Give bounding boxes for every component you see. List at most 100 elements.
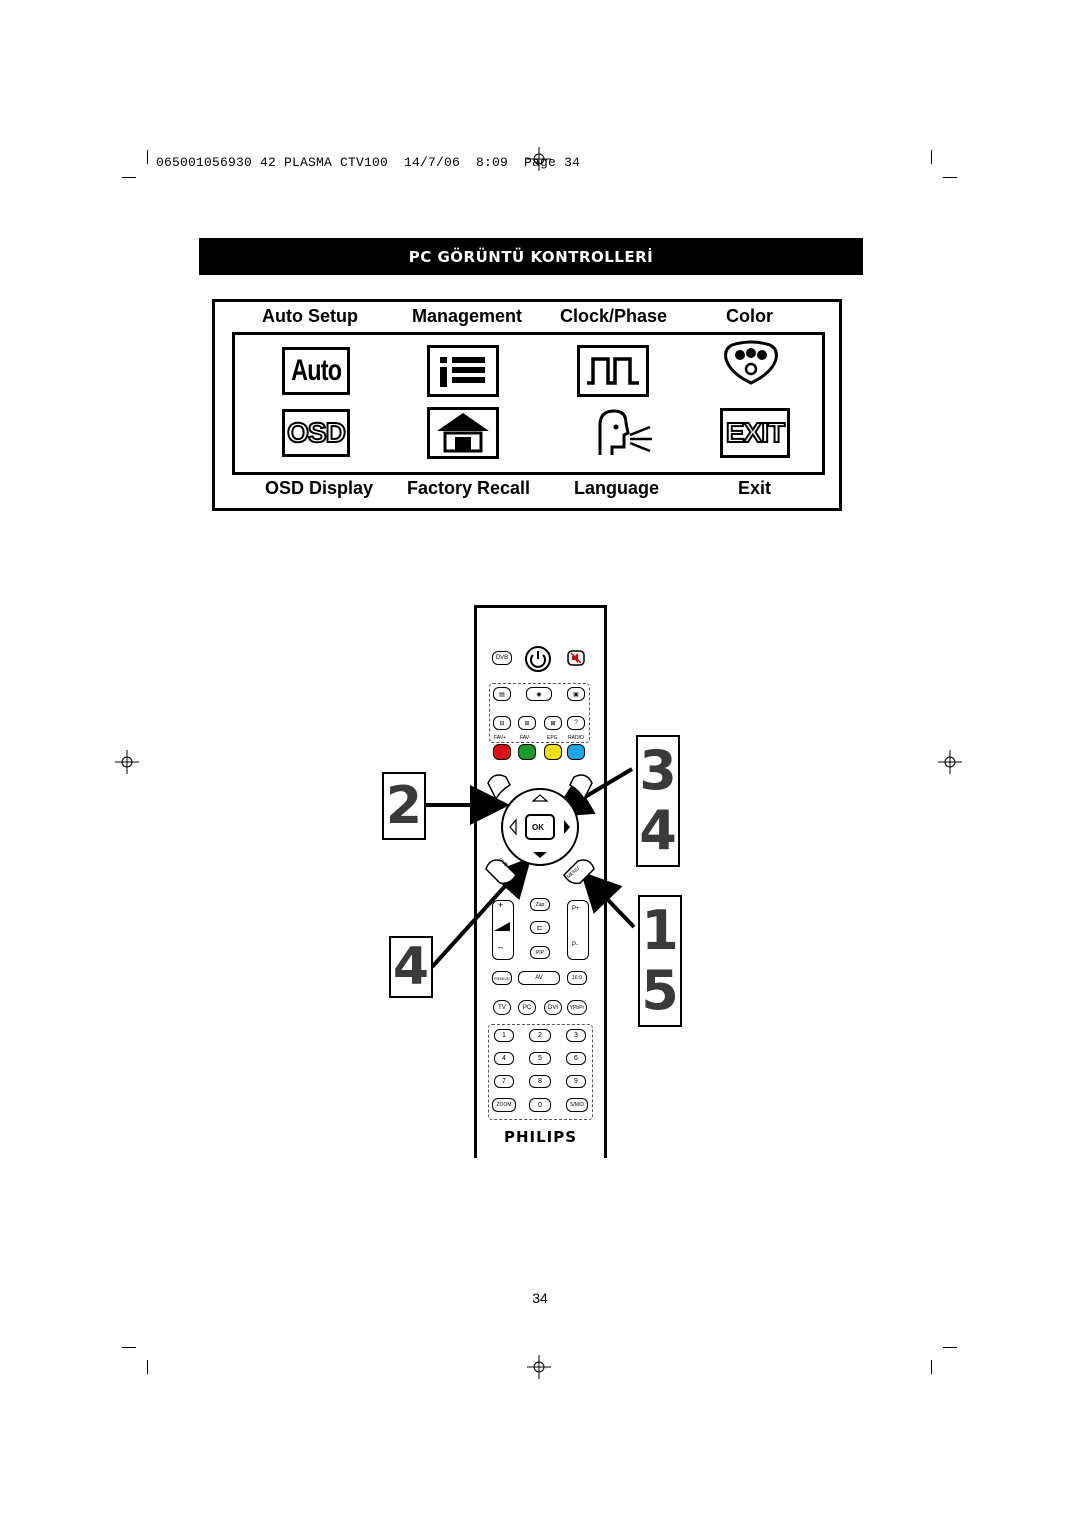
numeric-keypad — [488, 1024, 593, 1120]
teletext-size-icon[interactable]: ⊟ — [493, 716, 511, 730]
teletext-group — [489, 683, 590, 743]
teletext-icon[interactable]: ▤ — [493, 687, 511, 701]
step-number: 3 — [639, 739, 677, 802]
digit-2-button[interactable]: 2 — [529, 1029, 551, 1042]
teletext-cancel-icon[interactable]: ⊠ — [544, 716, 562, 730]
fav-plus-label: FAV+ — [494, 735, 506, 741]
step-box-1-5: 1 5 — [638, 895, 682, 1027]
page-number: 34 — [532, 1290, 548, 1306]
volume-minus-label: – — [498, 942, 504, 952]
registration-mark-right — [938, 750, 962, 774]
osd-icon-text: OSD — [286, 416, 347, 449]
square-wave-icon — [577, 345, 649, 397]
radio-label: RADIO — [568, 735, 584, 741]
freeze-button[interactable]: FREEZE — [492, 971, 512, 985]
crop-mark — [931, 150, 932, 164]
green-button[interactable] — [518, 744, 536, 760]
av-button[interactable]: AV — [518, 971, 560, 985]
zoom-button[interactable]: ZOOM — [492, 1098, 516, 1112]
crop-mark — [943, 177, 957, 178]
pc-button[interactable]: PC — [518, 1000, 536, 1015]
program-plus-label: P+ — [572, 906, 580, 912]
step-box-3-4: 3 4 — [636, 735, 680, 867]
aspect-button[interactable]: 16:9 — [567, 971, 587, 985]
philips-logo: PHILIPS — [503, 1128, 578, 1146]
section-title: PC GÖRÜNTÜ KONTROLLERİ — [199, 238, 863, 275]
program-rocker[interactable] — [567, 900, 589, 960]
step-number: 4 — [392, 937, 430, 997]
registration-mark-bottom — [527, 1355, 551, 1379]
crop-mark — [122, 1347, 136, 1348]
digit-0-button[interactable]: 0 — [529, 1098, 551, 1112]
osd-icon-grid — [232, 332, 825, 475]
fav-minus-label: FAV- — [520, 735, 531, 741]
navigation-pad[interactable] — [480, 765, 600, 890]
program-minus-label: P- — [572, 942, 578, 948]
digit-8-button[interactable]: 8 — [529, 1075, 551, 1088]
label-osd-display: OSD Display — [265, 478, 374, 498]
registration-mark-left — [115, 750, 139, 774]
swap-button[interactable]: ⊏ — [530, 921, 550, 934]
teletext-reveal-icon[interactable]: ? — [567, 716, 585, 730]
print-header: 065001056930 42 PLASMA CTV100 14/7/06 8:… — [156, 155, 581, 170]
osd-icon: OSD — [282, 409, 350, 457]
digit-3-button[interactable]: 3 — [566, 1029, 586, 1042]
mute-icon[interactable] — [567, 650, 585, 666]
label-clock-phase: Clock/Phase — [560, 306, 668, 326]
volume-plus-label: + — [498, 900, 504, 910]
step-box-4: 4 — [389, 936, 433, 998]
crop-mark — [147, 1360, 148, 1374]
house-icon — [427, 407, 499, 459]
step-number: 4 — [639, 799, 677, 862]
exit-icon: EXIT — [720, 408, 790, 458]
label-auto-setup: Auto Setup — [262, 306, 358, 326]
step-number: 1 — [641, 899, 679, 962]
label-color: Color — [726, 306, 773, 326]
registration-mark-top — [527, 147, 551, 171]
pip-button[interactable]: PIP — [530, 946, 550, 959]
remote-control — [474, 605, 607, 1158]
crop-mark — [943, 1347, 957, 1348]
crop-mark — [147, 150, 148, 164]
teletext-hold-icon[interactable]: ▣ — [567, 687, 585, 701]
ypbpr-button[interactable]: YPbPr — [567, 1000, 587, 1015]
smd-button[interactable]: S/M/D — [566, 1098, 588, 1112]
blue-button[interactable] — [567, 744, 585, 760]
teletext-sub-icon[interactable]: ⊞ — [518, 716, 536, 730]
crop-mark — [931, 1360, 932, 1374]
dvi-button[interactable]: DVI — [544, 1000, 562, 1015]
list-icon — [427, 345, 499, 397]
yellow-button[interactable] — [544, 744, 562, 760]
ok-button[interactable]: OK — [532, 823, 544, 832]
red-button[interactable] — [493, 744, 511, 760]
exit-icon-text: EXIT — [725, 416, 786, 449]
step-number: 2 — [385, 776, 423, 836]
volume-rocker[interactable] — [492, 900, 514, 960]
teletext-mix-icon[interactable]: ◉ — [526, 687, 552, 701]
step-number: 5 — [641, 959, 679, 1022]
speaking-head-icon — [598, 409, 652, 455]
crop-mark — [122, 177, 136, 178]
dvb-button[interactable]: DVB — [492, 651, 512, 665]
label-management: Management — [412, 306, 523, 326]
tv-button[interactable]: TV — [493, 1000, 511, 1015]
auto-icon: Auto — [282, 347, 350, 395]
arrow-to-menu — [580, 871, 636, 929]
label-factory-recall: Factory Recall — [407, 478, 531, 498]
digit-5-button[interactable]: 5 — [529, 1052, 551, 1065]
digit-9-button[interactable]: 9 — [566, 1075, 586, 1088]
digit-6-button[interactable]: 6 — [566, 1052, 586, 1065]
digit-7-button[interactable]: 7 — [494, 1075, 514, 1088]
volume-icon — [494, 922, 510, 931]
step-box-2: 2 — [382, 772, 426, 840]
digit-1-button[interactable]: 1 — [494, 1029, 514, 1042]
zap-button[interactable]: Zap — [530, 898, 550, 911]
label-exit: Exit — [738, 478, 772, 498]
epg-label: EPG — [547, 735, 558, 741]
power-icon[interactable] — [524, 645, 552, 673]
label-language: Language — [574, 478, 660, 498]
digit-4-button[interactable]: 4 — [494, 1052, 514, 1065]
osd-menu-panel — [212, 299, 842, 511]
rgb-dots-icon — [724, 340, 778, 385]
auto-icon-text: Auto — [290, 354, 342, 387]
